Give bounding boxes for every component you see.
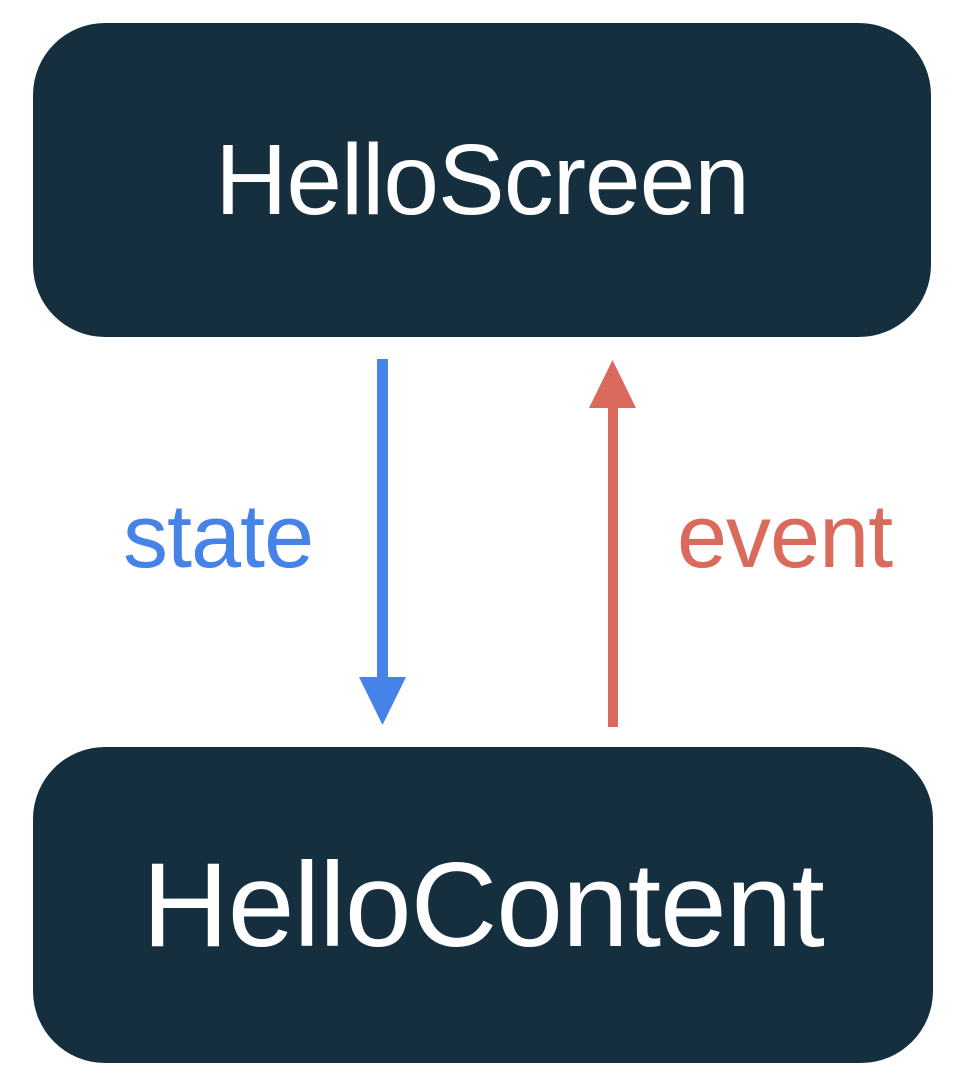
node-hellocontent-label: HelloContent [142,838,825,972]
event-arrow-shaft [608,407,618,727]
event-edge-label: event [677,487,893,587]
node-helloscreen: HelloScreen [33,23,931,337]
state-edge-label: state [123,487,314,587]
node-helloscreen-label: HelloScreen [215,124,750,236]
event-arrow-up-icon [589,360,636,727]
node-hellocontent: HelloContent [33,747,933,1063]
state-arrow-head [359,677,406,725]
state-arrow-down-icon [359,359,406,725]
state-arrow-shaft [377,359,388,678]
event-arrow-head [589,360,636,408]
